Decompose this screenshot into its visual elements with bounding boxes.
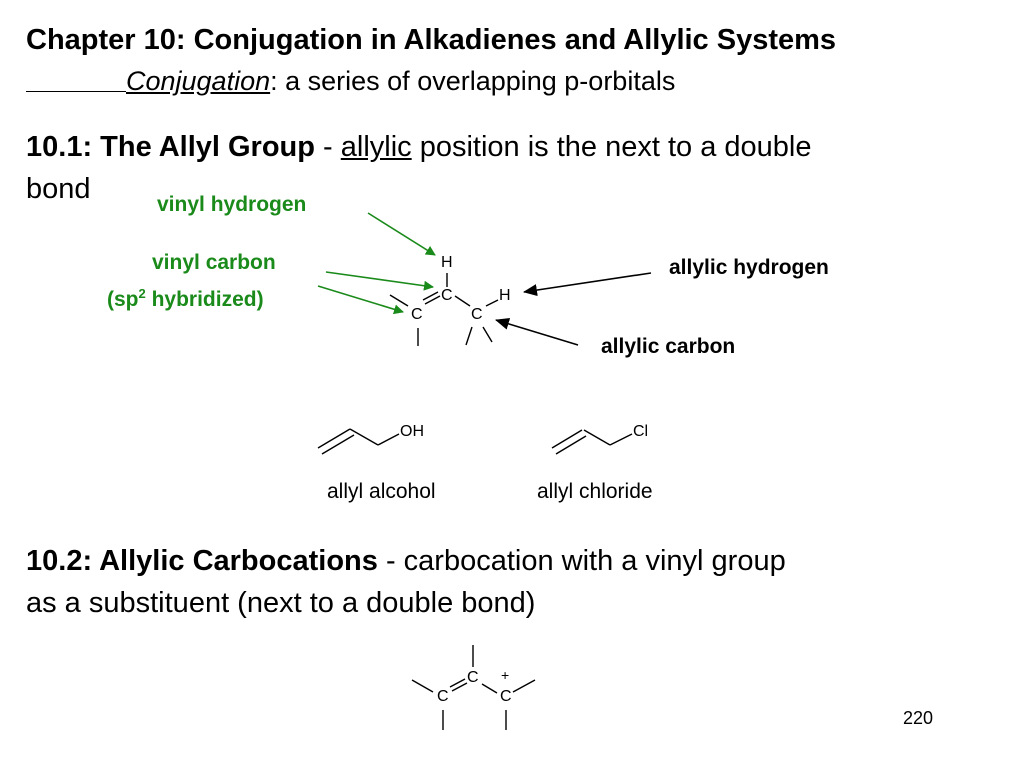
section-10-1-text: position is the next to a double xyxy=(411,131,812,163)
allylic-term: allylic xyxy=(340,131,412,163)
positive-charge: + xyxy=(501,667,510,683)
section-10-2-text-line2: as a substituent (next to a double bond) xyxy=(26,587,536,619)
atom-c-vinyl: C xyxy=(441,287,453,304)
conjugation-text: : a series of overlapping p-orbitals xyxy=(270,66,676,96)
vinyl-hydrogen-label: vinyl hydrogen xyxy=(157,193,307,216)
atom-c-left: C xyxy=(437,688,449,705)
black-arrows xyxy=(495,272,652,346)
atom-c-cation: C xyxy=(500,688,512,705)
atom-c-allylic: C xyxy=(471,306,483,323)
carbocation-bonds xyxy=(411,645,536,730)
atom-h-top: H xyxy=(441,254,453,271)
section-10-1-heading: 10.1: The Allyl Group xyxy=(26,131,315,163)
atom-cl: Cl xyxy=(633,423,649,440)
allyl-group-bonds xyxy=(389,273,499,346)
sp2-carbon-arrow xyxy=(317,285,404,315)
allylic-carbon-label: allylic carbon xyxy=(601,335,736,358)
allyl-chloride-label: allyl chloride xyxy=(537,480,653,503)
atom-c-terminal: C xyxy=(411,306,423,323)
vinyl-hydrogen-arrow xyxy=(367,212,436,256)
page-number: 220 xyxy=(903,708,934,728)
allyl-alcohol-bonds xyxy=(317,428,400,455)
allylic-carbon-arrow xyxy=(495,318,579,346)
section-10-2-heading: 10.2: Allylic Carbocations xyxy=(26,545,378,577)
fill-in-blank xyxy=(26,67,126,92)
allylic-hydrogen-label: allylic hydrogen xyxy=(669,256,829,279)
conjugation-definition: Conjugation: a series of overlapping p-o… xyxy=(26,66,675,97)
section-10-1-text-line2: bond xyxy=(26,173,91,205)
section-10-2: 10.2: Allylic Carbocations - carbocation… xyxy=(26,540,786,624)
vinyl-carbon-arrow xyxy=(325,271,434,291)
atom-oh: OH xyxy=(400,423,424,440)
vinyl-carbon-label: vinyl carbon xyxy=(152,251,276,274)
page-title: Chapter 10: Conjugation in Alkadienes an… xyxy=(26,24,837,56)
conjugation-term: Conjugation xyxy=(126,66,271,96)
heading-dash: - xyxy=(314,131,341,163)
allylic-hydrogen-arrow xyxy=(523,272,652,297)
allyl-chloride-bonds xyxy=(551,429,633,455)
green-arrows xyxy=(317,212,436,315)
atom-h-allylic: H xyxy=(499,287,511,304)
sp2-hybridized-label: (sp2 hybridized) xyxy=(107,286,264,311)
allyl-alcohol-label: allyl alcohol xyxy=(327,480,436,503)
section-10-2-text: - carbocation with a vinyl group xyxy=(377,545,786,577)
section-10-1: 10.1: The Allyl Group - allylic position… xyxy=(26,126,812,210)
atom-c-center: C xyxy=(467,669,479,686)
